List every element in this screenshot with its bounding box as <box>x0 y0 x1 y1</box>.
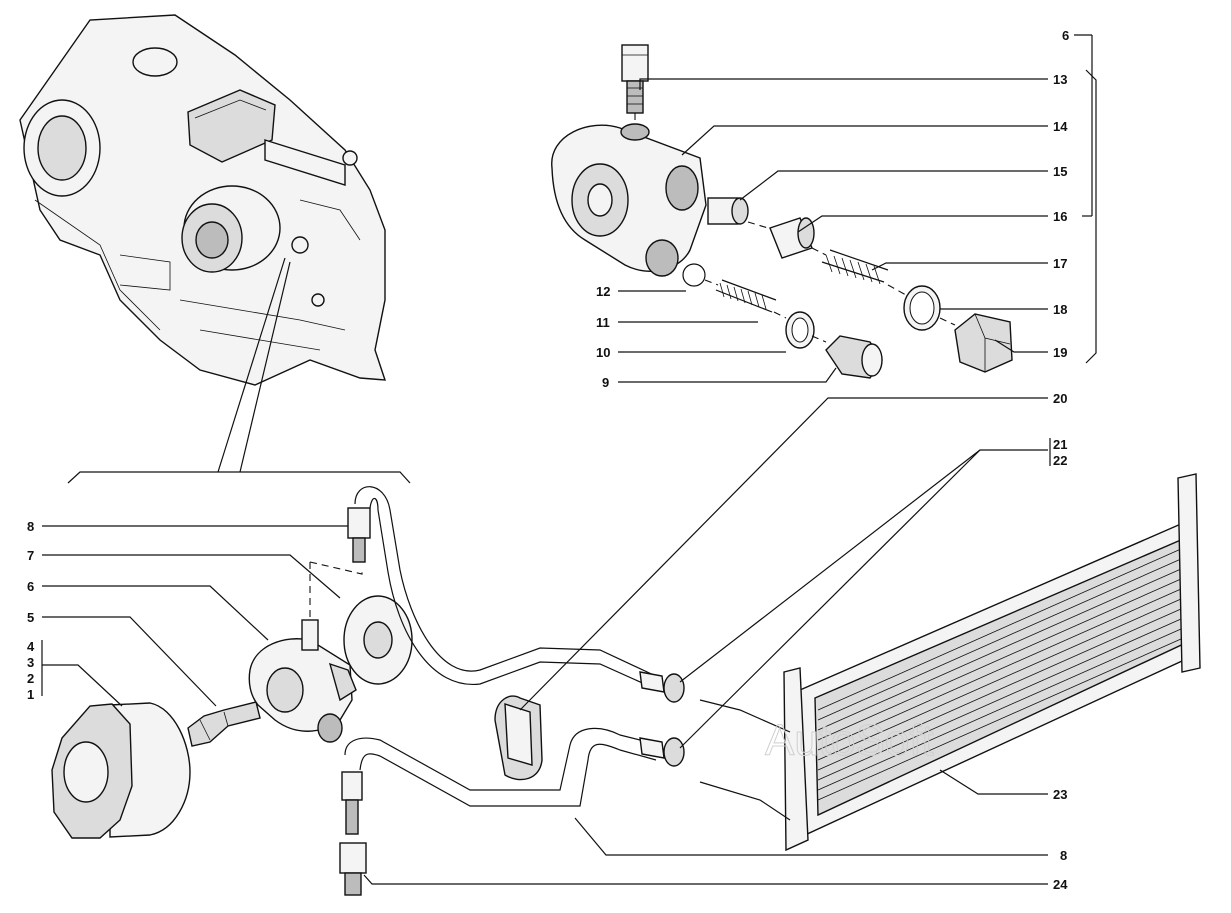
label-16: 16 <box>1053 209 1067 224</box>
label-6-top: 6 <box>1062 28 1069 43</box>
part-20-pipe-clip <box>494 695 543 781</box>
label-6-left: 6 <box>27 579 34 594</box>
label-7: 7 <box>27 548 34 563</box>
label-8-bottom: 8 <box>1060 848 1067 863</box>
watermark: AutoSoft <box>765 716 934 765</box>
label-8-left: 8 <box>27 519 34 534</box>
label-9: 9 <box>602 375 609 390</box>
label-24: 24 <box>1053 877 1068 892</box>
label-23: 23 <box>1053 787 1067 802</box>
label-14: 14 <box>1053 119 1068 134</box>
label-18: 18 <box>1053 302 1067 317</box>
label-12: 12 <box>596 284 610 299</box>
leader-lines <box>41 34 1097 885</box>
label-19: 19 <box>1053 345 1067 360</box>
part-13-union <box>621 44 649 114</box>
label-4: 4 <box>27 639 35 654</box>
part-labels: 6 13 14 15 16 17 18 19 20 21 22 23 8 24 … <box>27 28 1069 892</box>
part-5-nipple <box>187 701 261 747</box>
part-15-valve-seat <box>707 197 749 225</box>
part-23-oil-cooler <box>699 473 1201 852</box>
engine-pointer-lines <box>67 257 411 484</box>
label-2: 2 <box>27 671 34 686</box>
part-9-fitting <box>825 335 883 379</box>
part-24-union <box>339 842 367 896</box>
oil-hose-lower <box>341 727 661 835</box>
label-17: 17 <box>1053 256 1067 271</box>
hose-clamps <box>639 671 685 767</box>
label-13: 13 <box>1053 72 1067 87</box>
part-18-seal-ring <box>903 285 941 331</box>
label-15: 15 <box>1053 164 1067 179</box>
label-21: 21 <box>1053 437 1067 452</box>
label-22: 22 <box>1053 453 1067 468</box>
label-10: 10 <box>596 345 610 360</box>
oil-hose-upper <box>354 486 661 691</box>
part-7-gasket <box>343 595 413 685</box>
part-14-adapter-housing <box>551 123 707 277</box>
part-19-plug <box>954 313 1013 373</box>
engine-block <box>19 14 386 386</box>
part-6-adapter-housing <box>248 619 357 743</box>
part-10-washer <box>785 311 815 349</box>
oil-filter <box>51 702 191 839</box>
part-12-ball <box>682 263 706 287</box>
part-11-spring-small <box>715 279 777 313</box>
label-11: 11 <box>596 315 610 330</box>
label-3: 3 <box>27 655 34 670</box>
label-1: 1 <box>27 687 34 702</box>
label-20: 20 <box>1053 391 1067 406</box>
part-8-union-top <box>347 507 371 563</box>
part-16-valve-sleeve <box>769 217 815 259</box>
label-5: 5 <box>27 610 34 625</box>
